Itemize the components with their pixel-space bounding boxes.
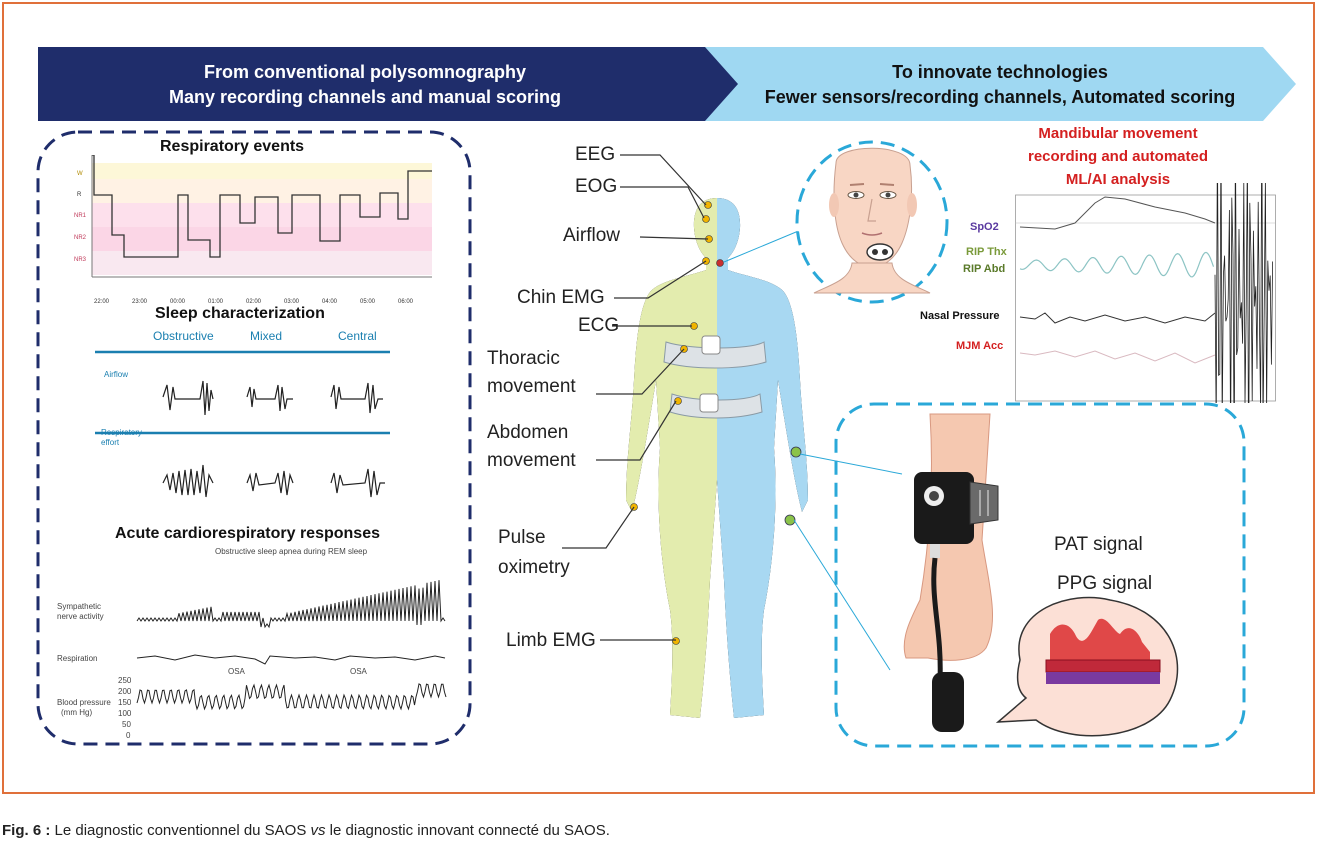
sleep-col-mixed: Mixed xyxy=(250,329,283,343)
figure-caption: Fig. 6 : Le diagnostic conventionnel du … xyxy=(2,822,610,839)
mandibular-title-3: ML/AI analysis xyxy=(1065,171,1171,188)
sleep-col-central: Central xyxy=(338,329,377,343)
sympathetic-label-2: nerve activity xyxy=(57,612,104,621)
label-chin-emg: Chin EMG xyxy=(517,287,605,308)
respiratory-title: Respiratory events xyxy=(160,138,305,155)
bp-tick-50: 50 xyxy=(122,720,131,729)
caption-italic: vs xyxy=(310,822,326,839)
acute-response-traces xyxy=(136,580,447,711)
bp-tick-150: 150 xyxy=(118,698,132,707)
banner-left-text: From conventional polysomnography Many r… xyxy=(60,60,670,110)
label-ecg: ECG xyxy=(578,315,620,336)
banner-left-line1: From conventional polysomnography xyxy=(203,62,527,82)
resp-x-tick-3: 01:00 xyxy=(208,299,224,305)
osa-label-2: OSA xyxy=(350,667,367,676)
rip-trace xyxy=(1019,251,1215,278)
label-pulse-1: Pulse xyxy=(498,527,546,548)
banner-left-arrow xyxy=(38,47,743,121)
finger-probe-icon xyxy=(932,672,964,732)
watch-icon xyxy=(914,472,974,544)
resp-y-label-nr3: NR3 xyxy=(74,257,87,263)
blood-pressure-trace xyxy=(136,683,447,711)
label-thoracic-2: movement xyxy=(487,376,576,397)
mandibular-title: Mandibular movement recording and automa… xyxy=(998,122,1238,191)
banner-left-line2: Many recording channels and manual scori… xyxy=(168,87,562,107)
banner-right-text: To innovate technologies Fewer sensors/r… xyxy=(740,60,1260,110)
label-limb-emg: Limb EMG xyxy=(506,630,596,651)
bp-tick-0: 0 xyxy=(126,731,131,740)
sleep-col-obstructive: Obstructive xyxy=(153,329,214,343)
resp-x-tick-7: 05:00 xyxy=(360,299,376,305)
resp-x-tick-1: 23:00 xyxy=(132,299,148,305)
sympathetic-trace xyxy=(136,580,446,629)
label-abdomen-1: Abdomen xyxy=(487,422,569,443)
bp-tick-200: 200 xyxy=(118,687,132,696)
bp-label-2: (mm Hg) xyxy=(61,708,93,717)
label-thoracic-1: Thoracic xyxy=(487,348,560,369)
respiration-label: Respiration xyxy=(57,654,98,663)
label-pulse-2: oximetry xyxy=(498,557,570,578)
label-airflow: Airflow xyxy=(563,225,621,246)
label-abdomen-2: movement xyxy=(487,450,576,471)
label-ppg-signal: PPG signal xyxy=(1057,573,1153,594)
label-eog: EOG xyxy=(575,176,618,197)
caption-bold: Fig. 6 : xyxy=(2,822,51,839)
resp-y-label-nr2: NR2 xyxy=(74,235,87,241)
label-pat-signal: PAT signal xyxy=(1054,534,1143,555)
mandibular-title-2: recording and automated xyxy=(1027,148,1209,165)
resp-x-tick-5: 03:00 xyxy=(284,299,300,305)
banner-right-line2: Fewer sensors/recording channels, Automa… xyxy=(764,87,1236,107)
acute-subtitle: Obstructive sleep apnea during REM sleep xyxy=(215,547,368,556)
wrist-sensor-panel xyxy=(834,402,1246,748)
resp-x-tick-2: 00:00 xyxy=(170,299,186,305)
human-body-figure xyxy=(626,198,808,718)
bp-tick-250: 250 xyxy=(118,676,132,685)
label-eeg: EEG xyxy=(575,144,616,165)
sleep-title: Sleep characterization xyxy=(155,305,325,322)
mandibular-sensor-icon xyxy=(866,243,894,261)
resp-y-label-r: R xyxy=(77,192,82,198)
caption-text: Le diagnostic conventionnel du SAOS xyxy=(50,822,311,839)
mandibular-title-1: Mandibular movement xyxy=(1038,125,1198,142)
airflow-small-label: Airflow xyxy=(104,370,129,379)
label-rip-thx: RIP Thx xyxy=(966,246,1007,258)
resp-x-tick-6: 04:00 xyxy=(322,299,338,305)
banner-right-line1: To innovate technologies xyxy=(892,62,1108,82)
resp-x-tick-8: 06:00 xyxy=(398,299,414,305)
acute-title: Acute cardiorespiratory responses xyxy=(115,525,380,542)
respiratory-hypnogram: W R NR1 NR2 NR3 22:00 23:00 00:00 01:00 … xyxy=(74,155,432,305)
resp-x-tick-4: 02:00 xyxy=(246,299,262,305)
osa-label-1: OSA xyxy=(228,667,245,676)
bp-tick-100: 100 xyxy=(118,709,132,718)
label-nasal-pressure: Nasal Pressure xyxy=(920,310,1000,322)
banner-right-arrow xyxy=(705,47,1296,121)
effort-small-label-2: effort xyxy=(101,438,120,447)
arousal-trace xyxy=(1214,183,1273,403)
face-sensor-circle xyxy=(795,140,949,304)
label-spo2: SpO2 xyxy=(970,221,999,233)
sleep-characterization-traces xyxy=(95,350,390,498)
label-mjm-acc: MJM Acc xyxy=(956,340,1004,352)
mandibular-signal-plot xyxy=(1015,183,1276,403)
face-head-icon xyxy=(833,147,913,268)
label-rip-abd: RIP Abd xyxy=(963,263,1006,275)
resp-y-label-nr1: NR1 xyxy=(74,213,87,219)
resp-x-tick-0: 22:00 xyxy=(94,299,110,305)
resp-y-label-w: W xyxy=(77,171,83,177)
banner-arrows xyxy=(38,47,1296,121)
sympathetic-label-1: Sympathetic xyxy=(57,602,102,611)
bp-label-1: Blood pressure xyxy=(57,698,111,707)
left-panel-border xyxy=(36,130,472,746)
caption-text-2: le diagnostic innovant connecté du SAOS. xyxy=(325,822,610,839)
